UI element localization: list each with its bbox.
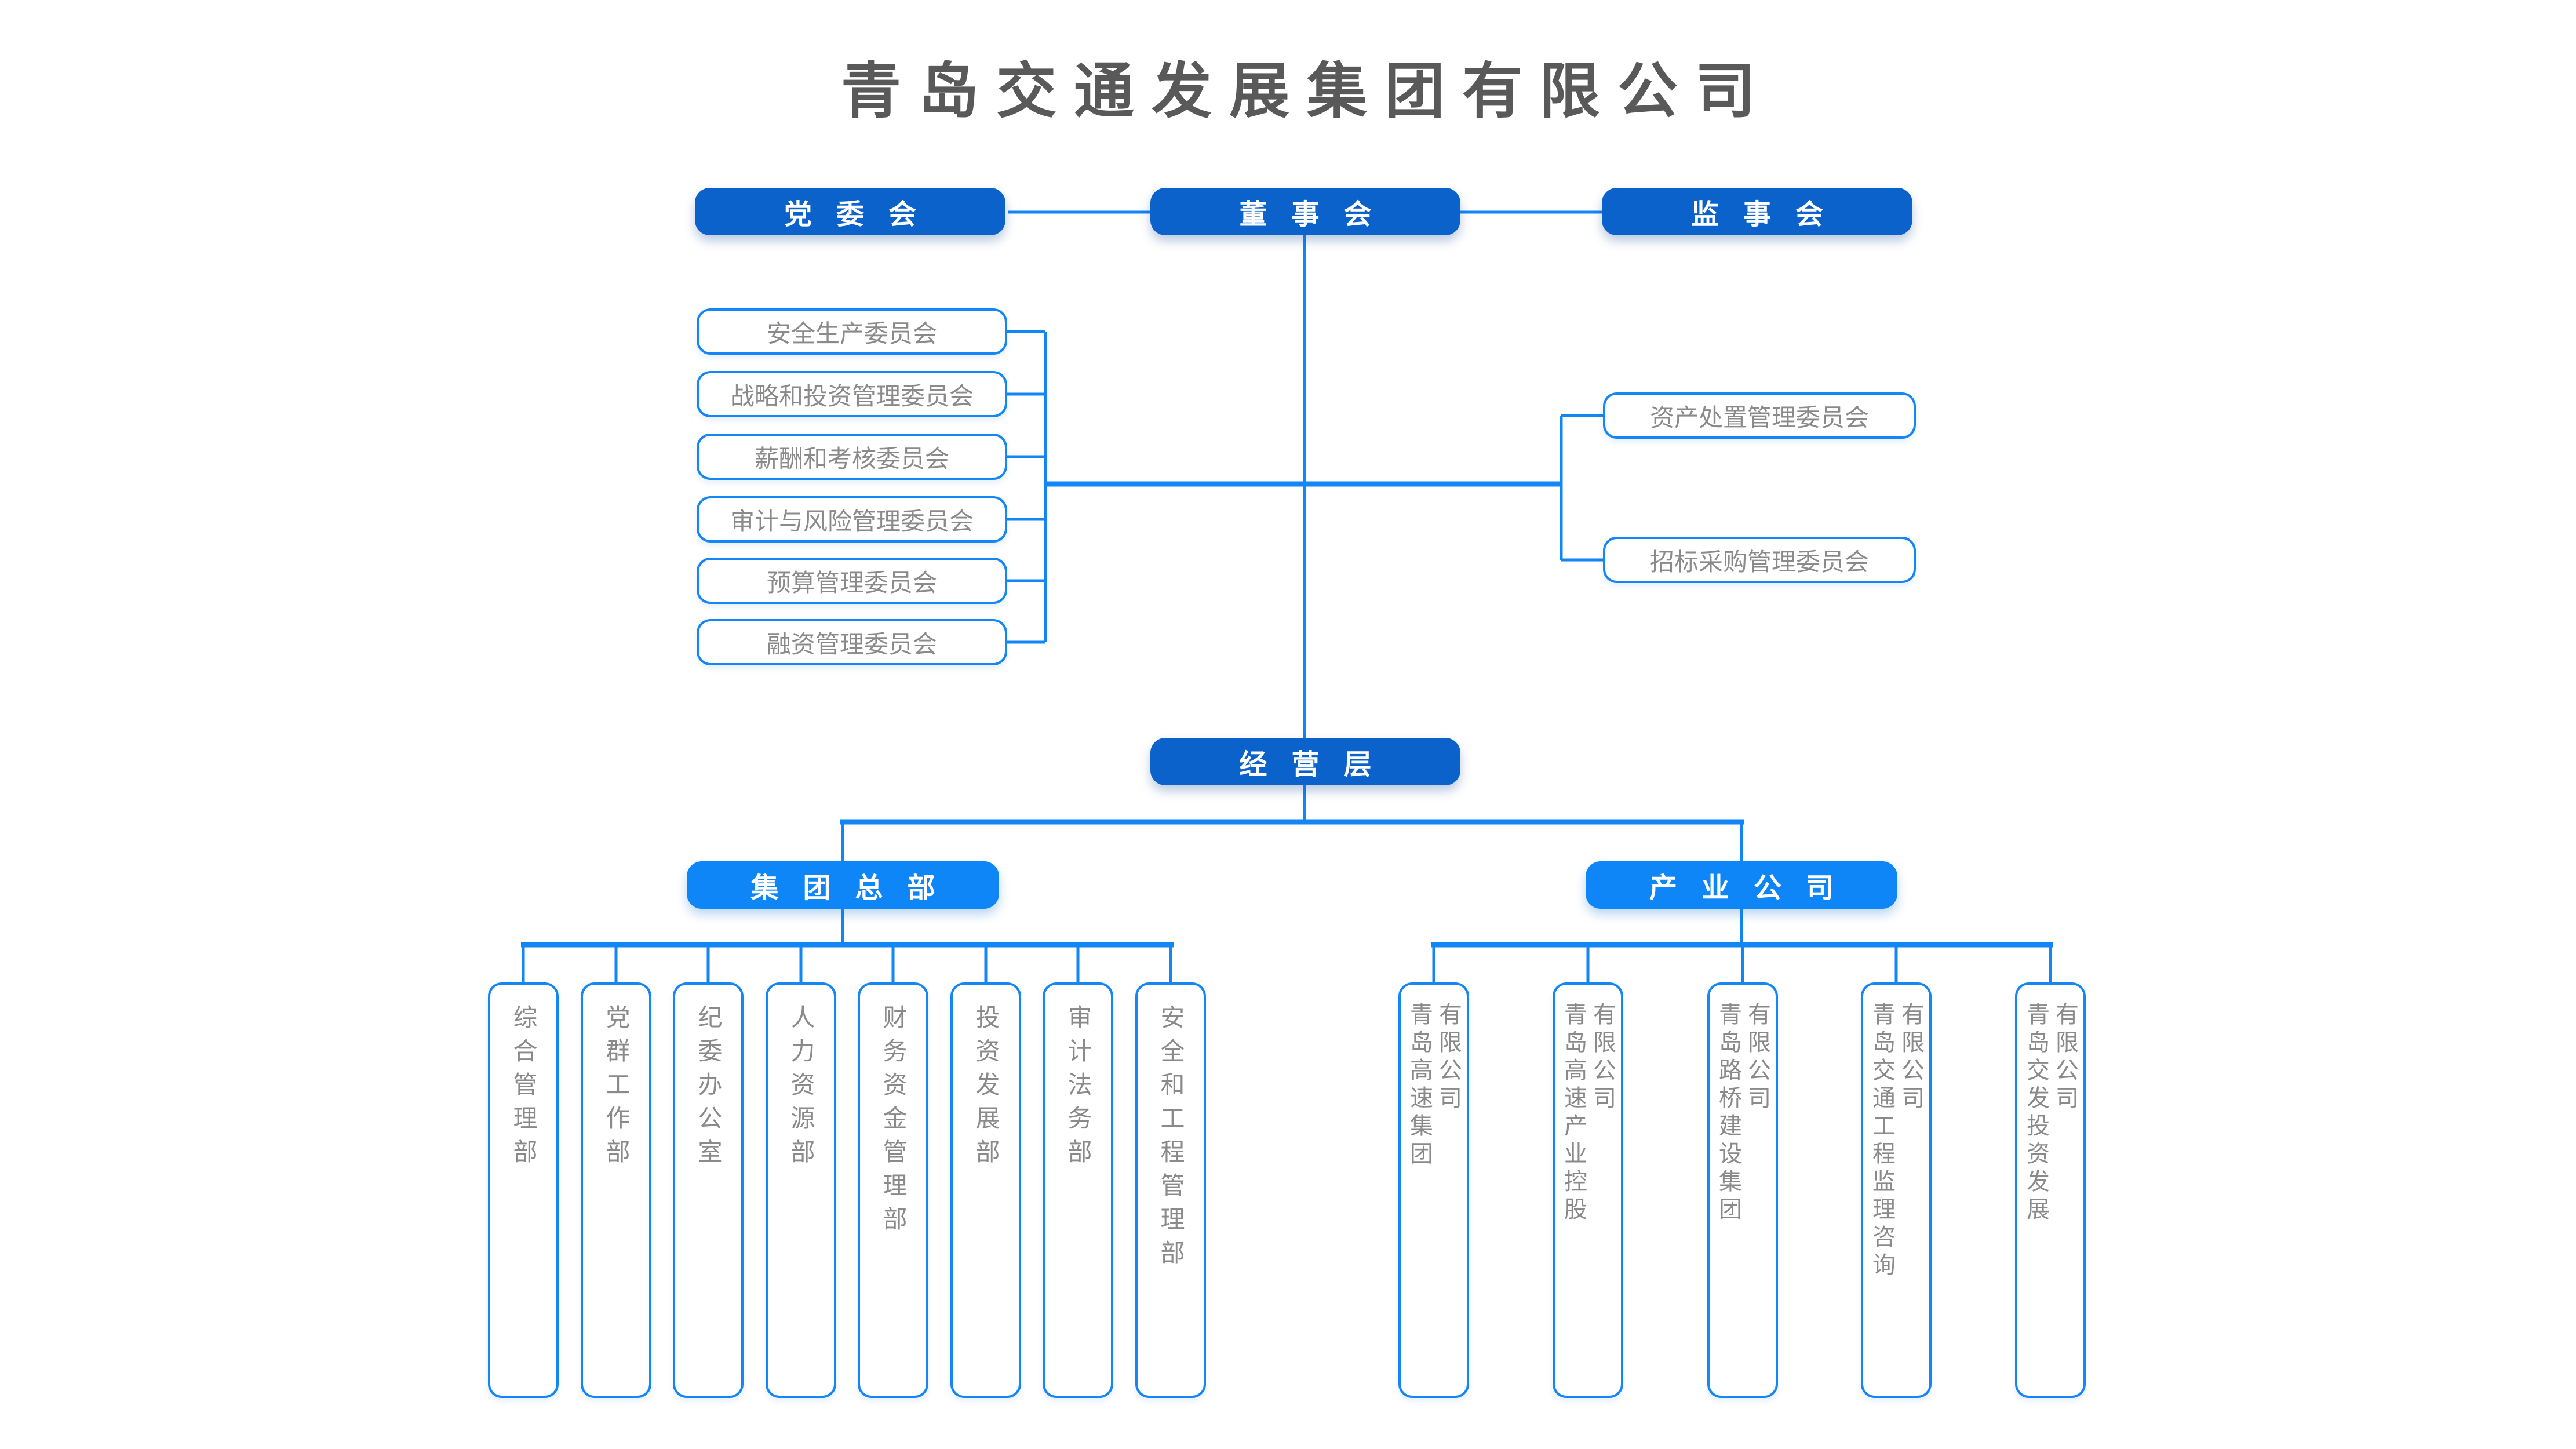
department-label: 纪委办公室 (695, 1004, 722, 1173)
department-label: 党群工作部 (603, 1004, 630, 1173)
department-box: 审计法务部 (1043, 982, 1113, 1398)
company-name-suffix: 有限公司 (2052, 1002, 2078, 1113)
department-box: 纪委办公室 (673, 982, 744, 1398)
company-name-main: 青岛交发投资发展 (2023, 1002, 2049, 1225)
department-label: 投资发展部 (972, 1004, 1000, 1173)
committee-label: 融资管理委员会 (766, 630, 937, 658)
company-name-suffix: 有限公司 (1435, 1002, 1461, 1113)
committee-label: 安全生产委员会 (766, 319, 937, 347)
committee-box: 安全生产委员会 (697, 308, 1007, 355)
node-management-layer-label: 经营层 (1239, 749, 1396, 780)
industry-company-box: 青岛高速集团 有限公司 (1398, 982, 1469, 1398)
committee-label: 薪酬和考核委员会 (754, 445, 949, 472)
committee-box: 预算管理委员会 (697, 558, 1007, 604)
node-industry: 产业公司 (1586, 861, 1897, 909)
department-box: 人力资源部 (766, 982, 836, 1398)
department-label: 综合管理部 (510, 1004, 537, 1173)
company-name-suffix: 有限公司 (1744, 1002, 1770, 1113)
committee-box: 战略和投资管理委员会 (697, 371, 1007, 417)
node-industry-label: 产业公司 (1649, 873, 1858, 904)
committee-label: 审计与风险管理委员会 (730, 507, 974, 535)
node-board-of-directors: 董事会 (1150, 188, 1460, 235)
committee-box: 融资管理委员会 (697, 619, 1007, 665)
chart-title: 青岛交通发展集团有限公司 (840, 58, 1773, 125)
company-name-main: 青岛路桥建设集团 (1715, 1002, 1741, 1225)
node-headquarters-label: 集团总部 (750, 873, 960, 904)
committee-label: 战略和投资管理委员会 (730, 382, 974, 410)
node-management-layer: 经营层 (1150, 738, 1460, 785)
node-party-committee: 党委会 (695, 188, 1005, 235)
company-name-main: 青岛交通工程监理咨询 (1869, 1002, 1894, 1280)
department-label: 人力资源部 (788, 1004, 815, 1173)
committee-label: 招标采购管理委员会 (1649, 548, 1869, 576)
company-name-suffix: 有限公司 (1590, 1002, 1615, 1113)
department-box: 党群工作部 (581, 982, 651, 1398)
committee-box: 审计与风险管理委员会 (697, 496, 1007, 543)
node-supervisory-board: 监事会 (1602, 188, 1912, 235)
node-headquarters: 集团总部 (687, 861, 999, 909)
node-supervisory-board-label: 监事会 (1690, 199, 1848, 230)
company-name-suffix: 有限公司 (1898, 1002, 1923, 1113)
industry-company-box: 青岛高速产业控股 有限公司 (1553, 982, 1623, 1398)
department-label: 审计法务部 (1065, 1004, 1092, 1173)
industry-company-box: 青岛交通工程监理咨询 有限公司 (1861, 982, 1932, 1398)
department-box: 投资发展部 (950, 982, 1021, 1398)
committee-box: 薪酬和考核委员会 (697, 434, 1007, 480)
department-box: 安全和工程管理部 (1135, 982, 1206, 1398)
node-party-committee-label: 党委会 (784, 199, 941, 230)
department-label: 安全和工程管理部 (1157, 1004, 1185, 1273)
company-name-main: 青岛高速产业控股 (1561, 1002, 1586, 1225)
committee-box: 资产处置管理委员会 (1603, 392, 1916, 439)
industry-company-box: 青岛路桥建设集团 有限公司 (1707, 982, 1778, 1398)
department-box: 综合管理部 (488, 982, 559, 1398)
committee-box: 招标采购管理委员会 (1603, 537, 1916, 583)
industry-company-box: 青岛交发投资发展 有限公司 (2015, 982, 2086, 1398)
committee-label: 预算管理委员会 (766, 569, 937, 596)
node-board-of-directors-label: 董事会 (1239, 199, 1396, 230)
committee-label: 资产处置管理委员会 (1649, 403, 1869, 431)
department-label: 财务资金管理部 (880, 1004, 907, 1240)
company-name-main: 青岛高速集团 (1407, 1002, 1432, 1169)
department-box: 财务资金管理部 (858, 982, 928, 1398)
